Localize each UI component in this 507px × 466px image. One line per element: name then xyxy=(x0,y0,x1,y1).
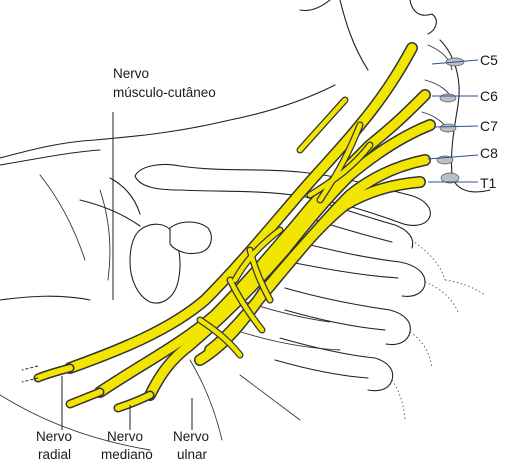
median-label-line1: Nervo xyxy=(107,429,143,444)
musculocutaneous-label-line1: Nervo xyxy=(113,66,149,81)
radial-label-line1: Nervo xyxy=(36,429,72,444)
median-label-line2: mediano xyxy=(101,447,153,462)
scapula-humerus xyxy=(80,178,211,303)
root-label-c8: C8 xyxy=(480,145,498,161)
brachial-plexus-nerves xyxy=(22,48,430,408)
ulnar-label-line1: Nervo xyxy=(173,429,209,444)
ganglia xyxy=(437,58,464,183)
root-label-c7: C7 xyxy=(480,118,498,134)
ulnar-label-line2: ulnar xyxy=(177,447,208,462)
musculocutaneous-label-line2: músculo-cutâneo xyxy=(113,85,216,100)
root-label-c6: C6 xyxy=(480,88,498,104)
root-label-t1: T1 xyxy=(480,175,497,191)
radial-label-line2: radial xyxy=(38,447,71,462)
root-label-c5: C5 xyxy=(480,52,498,68)
root-leader-c8 xyxy=(428,155,478,159)
root-labels: C5 C6 C7 C8 T1 xyxy=(428,52,498,191)
